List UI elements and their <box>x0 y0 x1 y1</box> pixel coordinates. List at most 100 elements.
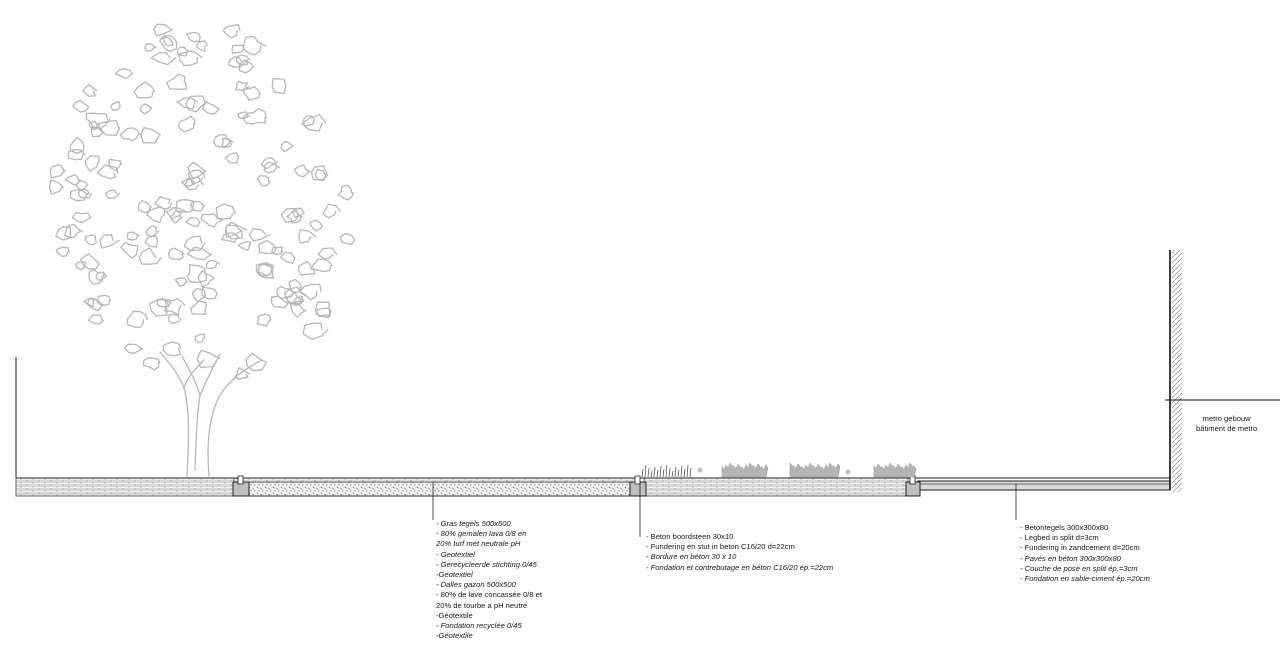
canopy-leaf-cluster <box>138 247 162 265</box>
building-label-line1: metro gebouw <box>1202 414 1251 423</box>
canopy-leaf-cluster <box>69 189 89 202</box>
concrete-tiles-zone <box>917 480 1171 491</box>
canopy-leaf-cluster <box>192 200 205 212</box>
canopy-leaf-cluster <box>164 297 186 316</box>
canopy-leaf-cluster <box>142 357 161 371</box>
annotation-line: - Bordure en béton 30 x 10 <box>646 552 737 562</box>
canopy-leaf-cluster <box>167 247 185 261</box>
canopy-leaf-cluster <box>201 101 220 115</box>
hedge-shrub <box>789 462 841 478</box>
canopy-leaf-cluster <box>85 112 111 130</box>
canopy-leaf-cluster <box>186 246 213 261</box>
canopy-leaf-cluster <box>280 208 300 223</box>
canopy-leaf-cluster <box>235 54 251 66</box>
canopy-leaf-cluster <box>301 114 327 132</box>
canopy-leaf-cluster <box>310 165 328 181</box>
canopy-leaf-cluster <box>194 333 206 344</box>
canopy-leaf-cluster <box>119 127 141 142</box>
canopy-leaf-cluster <box>238 59 255 74</box>
canopy-leaf-cluster <box>183 235 206 252</box>
canopy-leaf-cluster <box>197 270 215 288</box>
canopy-leaf-cluster <box>186 264 207 283</box>
annotation-line: - Fundering in zandcement d=20cm <box>1020 543 1140 553</box>
canopy-leaf-cluster <box>162 341 182 357</box>
canopy-leaf-cluster <box>84 155 100 172</box>
canopy-leaf-cluster <box>298 229 317 244</box>
annotation-line: - Legbed in split d=3cm <box>1020 533 1099 543</box>
canopy-leaf-cluster <box>75 261 87 271</box>
canopy-leaf-cluster <box>133 81 156 99</box>
canopy-leaf-cluster <box>187 161 207 180</box>
canopy-leaf-cluster <box>177 115 196 133</box>
planting-elements <box>641 462 917 478</box>
canopy-leaf-cluster <box>189 300 207 315</box>
canopy-leaf-cluster <box>174 277 188 287</box>
canopy-leaf-cluster <box>200 213 224 228</box>
canopy-leaf-cluster <box>224 152 240 164</box>
canopy-leaf-cluster <box>137 200 152 214</box>
canopy-leaf-cluster <box>225 221 248 240</box>
canopy-leaf-cluster <box>242 107 267 125</box>
canopy-leaf-cluster <box>145 225 160 238</box>
annotation-line: 20% de tourbe a pH neutre <box>436 600 528 610</box>
canopy-leaf-cluster <box>168 313 182 324</box>
annotation-line: - Gerecycleerde stichting 0/45 <box>436 559 537 569</box>
canopy-leaf-cluster <box>108 158 122 172</box>
annotation-line: - Beton boordsteen 30x10 <box>646 532 734 541</box>
canopy-leaf-cluster <box>231 44 245 54</box>
canopy-leaf-cluster <box>297 260 316 276</box>
planting-bed <box>643 477 909 497</box>
canopy-leaf-cluster <box>185 95 208 113</box>
canopy-leaf-cluster <box>95 271 108 281</box>
canopy-leaf-cluster <box>280 251 296 264</box>
annotation-line: -Géotextile <box>436 631 473 641</box>
canopy-leaf-cluster <box>271 246 284 256</box>
canopy-leaf-cluster <box>245 352 267 372</box>
tree-canopy <box>48 23 356 380</box>
canopy-leaf-cluster <box>283 286 307 305</box>
canopy-leaf-cluster <box>292 207 305 218</box>
canopy-leaf-cluster <box>187 169 206 185</box>
canopy-leaf-cluster <box>114 68 133 79</box>
canopy-leaf-cluster <box>293 164 312 178</box>
canopy-leaf-cluster <box>166 73 188 90</box>
canopy-leaf-cluster <box>79 253 100 270</box>
canopy-leaf-cluster <box>144 235 159 248</box>
canopy-leaf-cluster <box>71 212 92 223</box>
canopy-leaf-cluster <box>180 178 196 187</box>
annotation-line: 20% turf met neutrale pH <box>436 539 521 549</box>
canopy-leaf-cluster <box>242 35 267 56</box>
ground-section <box>15 357 1171 497</box>
canopy-leaf-cluster <box>104 189 120 199</box>
annotation-line: - Fundering en stut in beton C16/20 d=22… <box>646 542 795 552</box>
canopy-leaf-cluster <box>123 343 143 355</box>
annotation-curb: - Beton boordsteen 30x10 - Fundering en … <box>646 532 833 573</box>
canopy-leaf-cluster <box>82 84 98 97</box>
canopy-leaf-cluster <box>290 302 307 318</box>
canopy-leaf-cluster <box>302 115 315 127</box>
grass-tiles-zone <box>233 481 639 497</box>
hedge-shrub <box>873 462 917 478</box>
canopy-leaf-cluster <box>286 291 302 307</box>
grass-tuft <box>641 464 692 478</box>
annotation-line: - Fondation recyclée 0/45 <box>436 621 522 631</box>
canopy-leaf-cluster <box>235 80 250 92</box>
canopy-leaf-cluster <box>260 157 278 170</box>
building-label: metro gebouw bâtiment de metro <box>1196 414 1257 434</box>
canopy-leaf-cluster <box>201 286 218 300</box>
annotation-line: - 80% de lave concassée 0/8 et <box>436 590 542 600</box>
annotation-line: - Gras tegels 500x500 <box>436 519 511 528</box>
canopy-leaf-cluster <box>140 126 161 144</box>
annotation-line: - Fondation en sable-ciment ép.=20cm <box>1020 574 1150 584</box>
canopy-leaf-cluster <box>255 262 274 277</box>
small-shrub <box>697 467 703 473</box>
canopy-leaf-cluster <box>222 24 241 39</box>
canopy-leaf-cluster <box>339 232 356 245</box>
canopy-leaf-cluster <box>176 46 189 57</box>
canopy-leaf-cluster <box>144 43 157 52</box>
canopy-leaf-cluster <box>215 203 236 220</box>
canopy-leaf-cluster <box>280 140 294 153</box>
canopy-leaf-cluster <box>337 184 354 201</box>
tree-trunk <box>159 351 263 477</box>
